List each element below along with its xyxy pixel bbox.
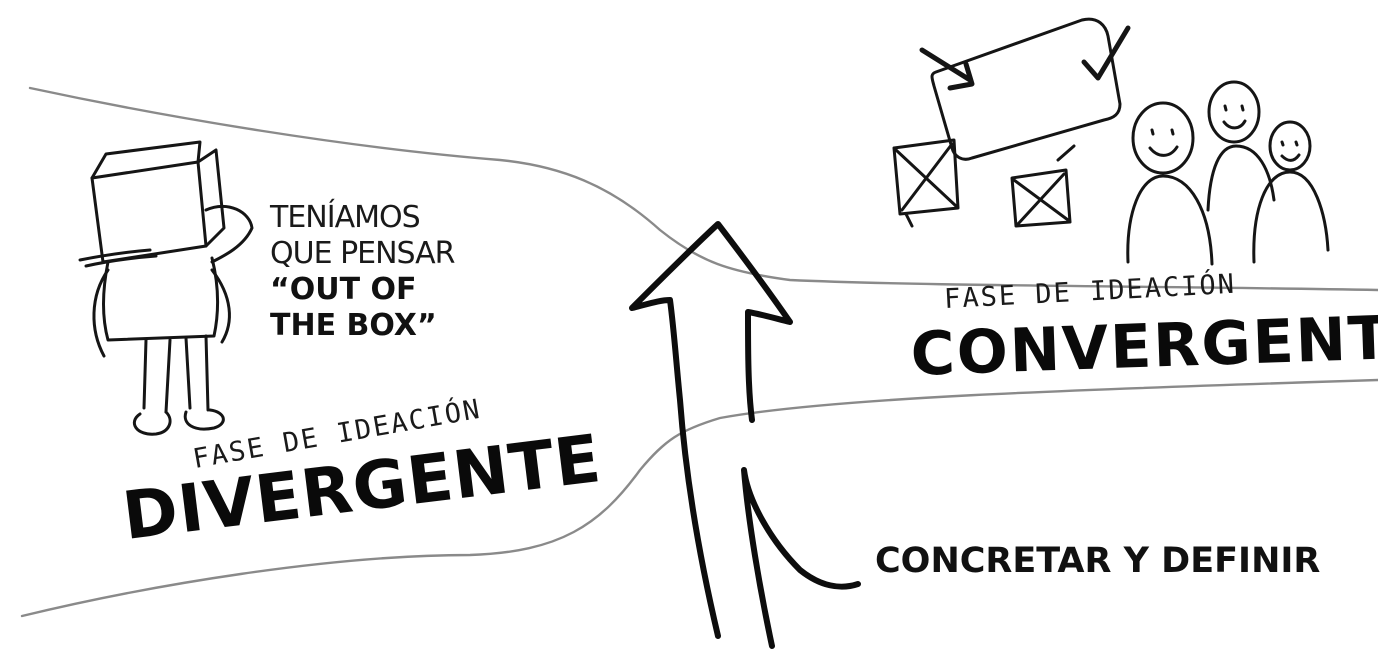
person-1-head: [1131, 101, 1195, 175]
right-foot: [183, 408, 225, 431]
pointer-arrow: [919, 47, 975, 91]
person-2-head: [1207, 80, 1261, 144]
right-leg: [184, 334, 210, 412]
arrow-right-edge: [741, 467, 861, 649]
note-line-2: QUE PENSAR: [270, 236, 456, 271]
note-line-1: TENÍAMOS: [270, 200, 421, 235]
note-line-4: THE BOX”: [270, 308, 437, 343]
people-group: [1126, 80, 1330, 266]
head-box-front: [90, 160, 208, 264]
funnel-outline: [20, 86, 1378, 618]
person-1-body: [1126, 174, 1214, 266]
box-head-character: [78, 140, 254, 436]
person-3-body: [1252, 170, 1330, 264]
head-box-side: [196, 148, 226, 248]
check-mark-icon: [1081, 25, 1131, 81]
left-foot: [133, 410, 172, 436]
torso: [102, 256, 220, 342]
lower-boundary-line: [20, 378, 1378, 618]
arrow-left-edge: [629, 221, 793, 639]
head-box-top: [90, 140, 202, 180]
person-3-head: [1268, 120, 1312, 172]
person-2-face: [1222, 104, 1247, 130]
hat-brim: [204, 204, 254, 264]
person-1-face: [1148, 128, 1179, 157]
rejected-box-2: [1010, 144, 1076, 228]
convergence-sketch: [892, 17, 1131, 228]
rejected-box-1: [892, 138, 960, 228]
right-arm: [210, 268, 231, 344]
arrow-caption: CONCRETAR Y DEFINIR: [875, 541, 1321, 581]
person-3-face: [1280, 140, 1301, 162]
cap-lines: [78, 248, 158, 268]
left-arm: [92, 268, 110, 358]
selected-card: [930, 17, 1122, 161]
out-of-the-box-note: TENÍAMOS QUE PENSAR “OUT OF THE BOX”: [270, 200, 456, 344]
left-leg: [142, 338, 172, 414]
note-line-3: “OUT OF: [270, 272, 417, 307]
person-2-body: [1206, 144, 1276, 212]
big-arrow: [629, 221, 861, 649]
upper-boundary-line: [28, 86, 1378, 292]
